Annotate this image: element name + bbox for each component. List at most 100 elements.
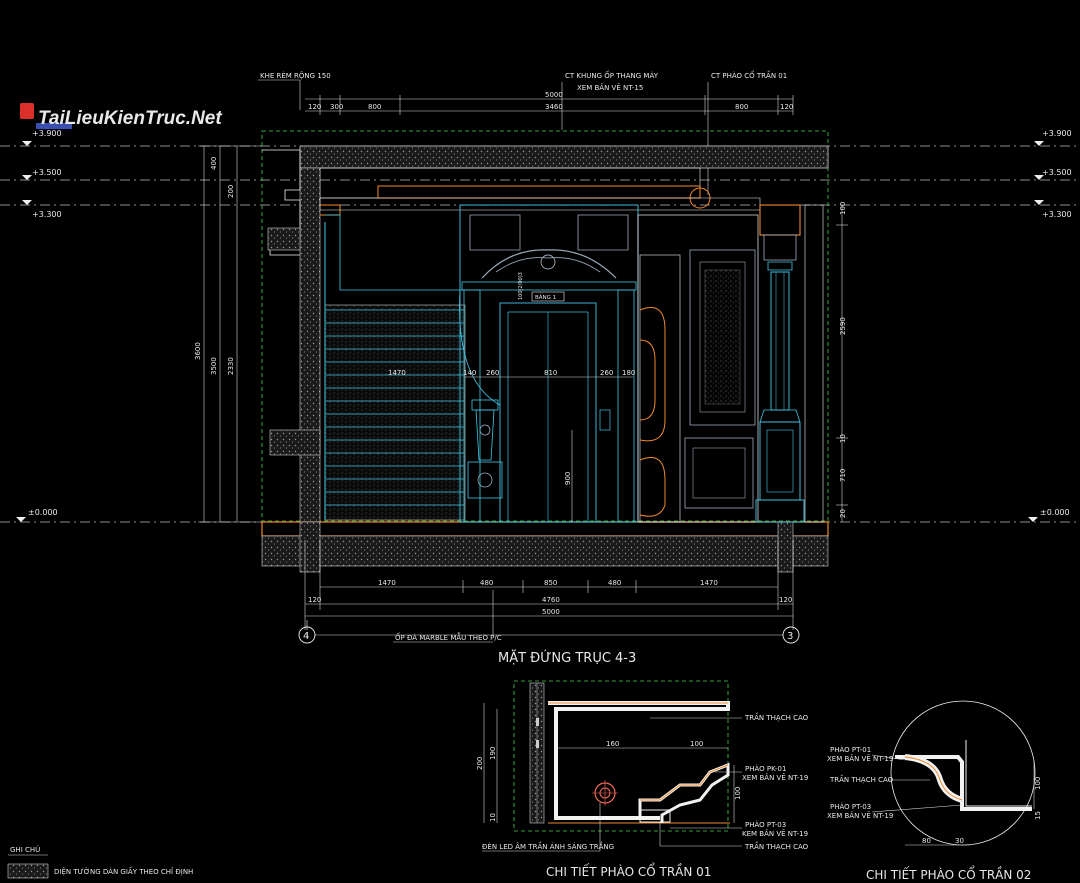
- dim-mid: 810: [544, 369, 557, 377]
- note-cornice-ref: CT PHÀO CỔ TRẦN 01: [711, 70, 787, 80]
- dim-bottom: 5000: [542, 608, 560, 616]
- elevation-title: MẶT ĐỨNG TRỤC 4-3: [498, 650, 636, 666]
- dim-detail1: 10: [489, 813, 497, 822]
- side-label: 100(2/00)3: [518, 272, 524, 300]
- level-label: +3.500: [32, 168, 62, 177]
- detail2-title: CHI TIẾT PHÀO CỔ TRẦN 02: [866, 866, 1031, 882]
- dim-bottom: 1470: [378, 579, 396, 587]
- newel-post: [467, 399, 503, 499]
- view-frame: [261, 130, 829, 522]
- right-dimensions: 100 2590 10 710 20: [836, 202, 848, 522]
- legend-title: GHI CHÚ: [10, 845, 40, 854]
- dim-top: 3460: [545, 103, 563, 111]
- dim-right: 20: [839, 509, 847, 518]
- floor-note: ỐP ĐÁ MARBLE MẪU THEO P/C: [395, 632, 502, 642]
- detail1-label: XEM BẢN VẼ NT-19: [742, 773, 808, 782]
- dim-detail1: 190: [489, 747, 497, 760]
- note-elevator-ref: XEM BẢN VẼ NT-15: [577, 83, 643, 92]
- note-elevator-frame: CT KHUNG ỐP THANG MÁY: [565, 70, 659, 80]
- dim-detail1: 160: [606, 740, 619, 748]
- dim-detail2: 30: [955, 837, 964, 845]
- elevator-surround: BẢNG 1 100(2/00)3 140 260 810 260 180 90…: [459, 204, 639, 523]
- level-label: +3.300: [32, 210, 62, 219]
- dim-mid: 180: [622, 369, 635, 377]
- elevator-sign: BẢNG 1: [535, 293, 556, 301]
- dim-top: 120: [308, 103, 321, 111]
- dim-bottom: 120: [308, 596, 321, 604]
- dim-right: 710: [839, 469, 847, 482]
- dim-top: 300: [330, 103, 343, 111]
- dim-right: 100: [839, 202, 847, 215]
- ceiling-bulkhead: [319, 167, 701, 199]
- dim-mid: 140: [463, 369, 476, 377]
- dim-bottom: 4760: [542, 596, 560, 604]
- dim-bottom: 1470: [700, 579, 718, 587]
- dim-left: 3500: [210, 357, 218, 375]
- axis-markers: 4 3: [298, 620, 800, 644]
- detail1-label: KEM BẢN VẼ NT-19: [742, 829, 808, 838]
- top-annotations: KHE RÈM RỘNG 150 CT KHUNG ỐP THANG MÁY X…: [258, 70, 793, 195]
- dim-mid: 260: [600, 369, 613, 377]
- dim-door-height: 900: [564, 472, 572, 485]
- dim-detail1: 100: [690, 740, 703, 748]
- watermark-text: TaiLieuKienTruc.Net: [38, 108, 222, 129]
- dim-bottom: 480: [608, 579, 621, 587]
- dim-mid: 260: [486, 369, 499, 377]
- dim-right: 2590: [839, 317, 847, 335]
- level-label: +3.900: [32, 129, 62, 138]
- dim-detail1: 100: [734, 787, 742, 800]
- floor-slab: [261, 535, 829, 567]
- dim-stair-width: 1470: [388, 369, 406, 377]
- ceiling-slab: [299, 145, 829, 169]
- dim-bottom: 120: [779, 596, 792, 604]
- level-label: ±0.000: [28, 508, 58, 517]
- dim-left: 400: [210, 157, 218, 170]
- dim-detail2: 100: [1034, 777, 1042, 790]
- watermark-logo: TaiLieuKienTruc.Net: [20, 103, 222, 129]
- detail2-label: TRẦN THẠCH CAO: [829, 774, 894, 784]
- level-label: +3.500: [1042, 168, 1072, 177]
- right-footing: [777, 521, 794, 573]
- dim-top: 800: [368, 103, 381, 111]
- detail2-label: PHÀO PT-03: [830, 802, 871, 811]
- legend-item: DIỆN TƯỜNG DÁN GIẤY THEO CHỈ ĐỊNH: [54, 866, 193, 876]
- dim-detail2: 15: [1034, 811, 1042, 820]
- detail1-label: PHÀO PK-01: [745, 764, 786, 773]
- dim-bottom: 480: [480, 579, 493, 587]
- detail2-label: XEM BẢN VẼ NT-19: [827, 754, 893, 763]
- floor-finish: [261, 521, 829, 537]
- dim-detail2: 80: [922, 837, 931, 845]
- detail-cornice-02: 100 15 80 30 PHÀO PT-01 XEM BẢN VẼ NT-19…: [827, 700, 1042, 882]
- level-markers-left: +3.900 +3.500 +3.300 ±0.000: [16, 129, 62, 522]
- detail2-label: XEM BẢN VẼ NT-19: [827, 811, 893, 820]
- bottom-dimensions: 1470 480 850 480 1470 120 4760 120 5000 …: [304, 540, 794, 643]
- detail1-label: TRẦN THẠCH CAO: [744, 841, 809, 851]
- ceiling-strip: [377, 185, 701, 199]
- level-label: ±0.000: [1040, 508, 1070, 517]
- detail2-label: PHÀO PT-01: [830, 745, 871, 754]
- dim-detail1: 200: [476, 757, 484, 770]
- left-dimensions: 3600 3500 2330 400 200: [194, 145, 262, 523]
- dim-left: 2330: [227, 357, 235, 375]
- axis-label: 3: [787, 631, 793, 642]
- detail1-label: PHÀO PT-03: [745, 820, 786, 829]
- level-label: +3.300: [1042, 210, 1072, 219]
- detail1-title: CHI TIẾT PHÀO CỔ TRẦN 01: [546, 863, 711, 879]
- dim-left: 200: [227, 185, 235, 198]
- level-markers-right: +3.900 +3.500 +3.300 ±0.000: [1028, 129, 1072, 522]
- axis-label: 4: [303, 631, 309, 642]
- dim-top: 120: [780, 103, 793, 111]
- dim-left: 3600: [194, 342, 202, 360]
- level-lines: [0, 145, 1080, 523]
- dim-top: 5000: [545, 91, 563, 99]
- level-label: +3.900: [1042, 129, 1072, 138]
- staircase: 1470: [324, 214, 501, 521]
- legend: GHI CHÚ DIỆN TƯỜNG DÁN GIẤY THEO CHỈ ĐỊN…: [7, 845, 193, 879]
- detail-cornice-01: 200 190 10 160 100 100 TRẦN THẠCH CAO PH…: [476, 680, 809, 879]
- left-footing: [299, 521, 321, 573]
- dim-top: 800: [735, 103, 748, 111]
- dim-right: 10: [839, 434, 847, 443]
- dim-bottom: 850: [544, 579, 557, 587]
- column: [755, 204, 824, 523]
